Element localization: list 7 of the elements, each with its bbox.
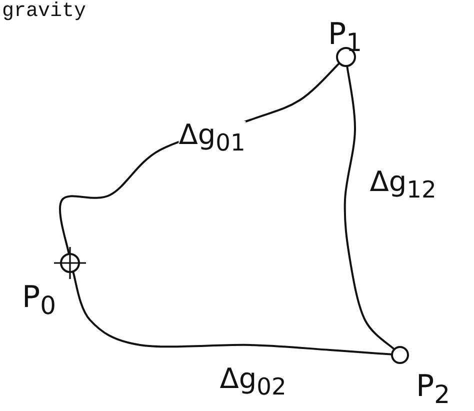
point-label: P$_{2}$ (416, 372, 450, 407)
benchmark-circle (54, 247, 86, 279)
title: gravity (2, 0, 86, 23)
connector-line (344, 66, 395, 350)
connector-line (72, 271, 392, 356)
point-label: P$_{0}$ (22, 283, 56, 318)
point-circle (391, 346, 409, 364)
